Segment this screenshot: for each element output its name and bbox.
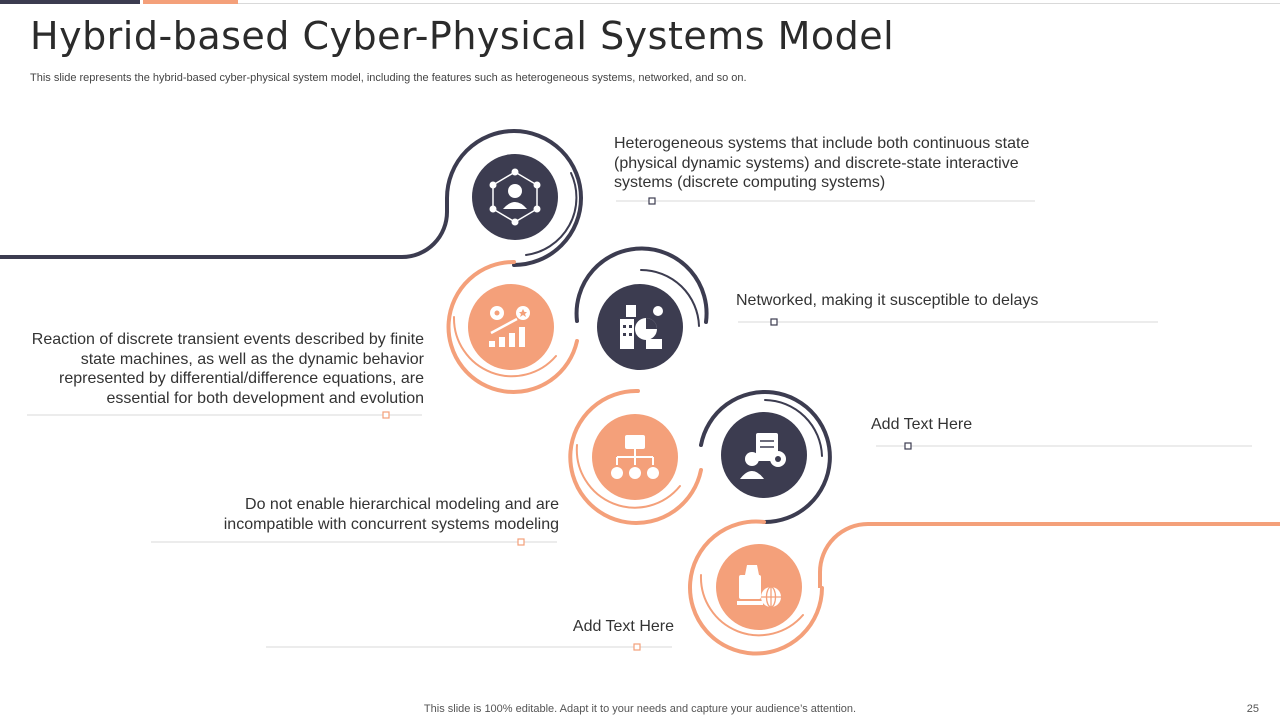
hierarchy-icon [592,414,678,500]
feature-text-placeholder-right: Add Text Here [871,415,972,435]
text-line: Do not enable hierarchical modeling and … [245,496,559,513]
orange-connector-line [818,522,1280,588]
feature-text-heterogeneous: Heterogeneous systems that include both … [614,134,1029,193]
top-divider [238,3,1280,4]
page-number: 25 [1246,703,1259,715]
text-line: systems (discrete computing systems) [614,174,886,191]
text-line: represented by differential/difference e… [59,370,424,387]
node-ring-6 [688,519,824,656]
feature-text-hierarchical: Do not enable hierarchical modeling and … [159,495,559,534]
node-ring-2 [446,259,579,394]
underline-1 [616,197,1035,205]
feature-text-networked: Networked, making it susceptible to dela… [736,291,1038,311]
text-line: essential for both development and evolu… [106,389,424,407]
underline-5 [876,442,1252,450]
node-ring-5 [699,390,832,525]
text-line: state machines, as well as the dynamic b… [80,350,424,368]
text-line: incompatible with concurrent systems mod… [223,515,559,533]
text-line: Reaction of discrete transient events de… [31,331,424,348]
text-line: (physical dynamic systems) and discrete-… [614,154,1019,172]
online-shopping-icon [716,544,802,630]
slide-subtitle: This slide represents the hybrid-based c… [30,72,747,84]
underline-4 [151,538,557,546]
text-line: Networked, making it susceptible to dela… [736,292,1039,309]
underline-6 [266,643,672,651]
footer-note: This slide is 100% editable. Adapt it to… [423,703,857,715]
growth-chart-icon [468,284,554,370]
feature-text-reaction: Reaction of discrete transient events de… [24,330,424,408]
slide-title: Hybrid-based Cyber-Physical Systems Mode… [30,14,895,58]
underline-2 [27,411,422,419]
text-line: Add Text Here [871,416,973,433]
node-ring-1 [445,129,583,267]
city-analytics-icon [597,284,683,370]
top-accent-orange [143,0,238,4]
underline-3 [738,318,1158,326]
text-line: Heterogeneous systems that include both … [614,135,1030,152]
top-accent-dark [0,0,140,4]
task-manager-icon [721,412,807,498]
text-line: Add Text Here [572,618,674,635]
node-ring-3 [574,246,709,327]
feature-text-placeholder-left: Add Text Here [374,617,674,637]
node-ring-4 [568,388,703,525]
ai-network-icon [472,154,558,240]
dark-connector-line [0,198,449,259]
